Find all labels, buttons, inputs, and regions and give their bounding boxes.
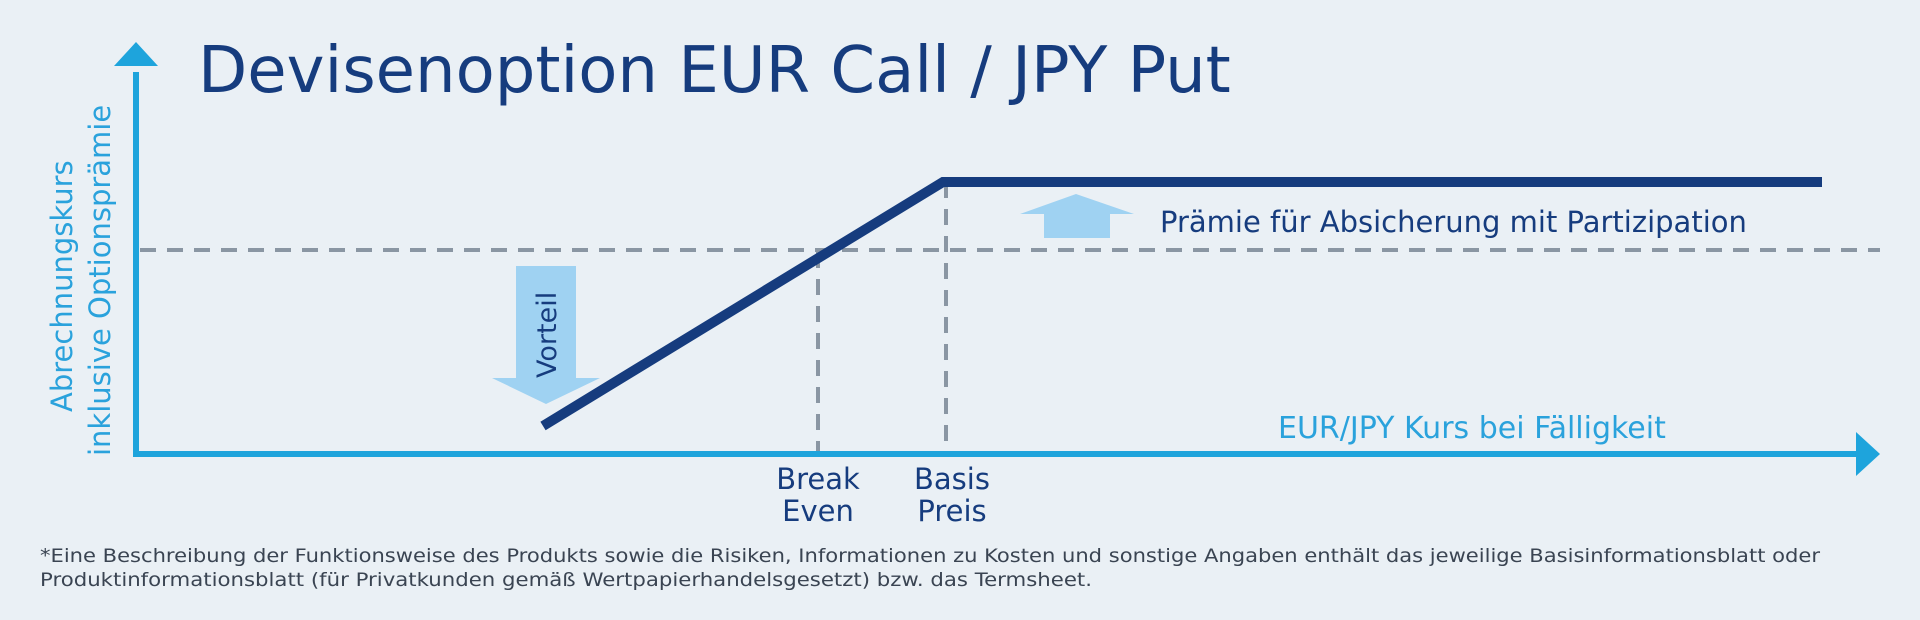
basis-preis-label-line2: Preis xyxy=(917,494,986,528)
break-even-label-line2: Even xyxy=(782,494,854,528)
praemie-label: Prämie für Absicherung mit Partizipation xyxy=(1160,205,1747,239)
vorteil-arrow xyxy=(492,266,600,404)
footnote-line2: Produktinformationsblatt (für Privatkund… xyxy=(40,569,1092,591)
y-axis-arrowhead xyxy=(114,42,158,66)
basis-preis-label-line1: Basis xyxy=(914,462,990,496)
footnote-line1: *Eine Beschreibung der Funktionsweise de… xyxy=(40,545,1820,567)
y-axis-label-line1: Abrechnungskurs xyxy=(45,160,79,412)
break-even-label-line1: Break xyxy=(776,462,860,496)
diagram-title: Devisenoption EUR Call / JPY Put xyxy=(198,34,1231,108)
x-axis-arrowhead xyxy=(1856,432,1880,476)
payoff-line xyxy=(540,177,1822,431)
vorteil-label: Vorteil xyxy=(532,292,563,378)
x-axis-label: EUR/JPY Kurs bei Fälligkeit xyxy=(1278,411,1666,446)
praemie-arrow xyxy=(1020,194,1134,238)
y-axis-label-line2: inklusive Optionsprämie xyxy=(83,105,117,456)
